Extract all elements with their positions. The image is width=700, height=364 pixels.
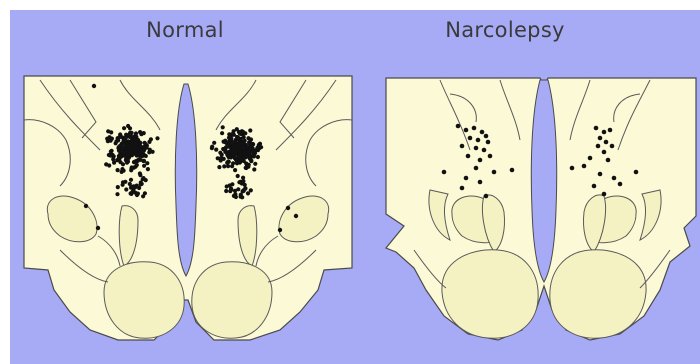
neuron-dot bbox=[598, 136, 603, 141]
neuron-dot bbox=[478, 180, 483, 185]
neuron-dot bbox=[472, 126, 477, 131]
neuron-dot bbox=[510, 168, 515, 173]
narcolepsy-left-bulb bbox=[442, 250, 538, 338]
narcolepsy-right-bulb bbox=[550, 250, 646, 338]
neuron-dot bbox=[612, 176, 617, 181]
neuron-dot bbox=[592, 184, 597, 189]
neuron-dot bbox=[456, 124, 461, 129]
neuron-dot bbox=[608, 128, 613, 133]
neuron-dot bbox=[634, 170, 639, 175]
neuron-dot bbox=[604, 140, 609, 145]
neuron-dot bbox=[464, 128, 469, 133]
neuron-dot bbox=[482, 148, 487, 153]
neuron-dot bbox=[488, 154, 493, 159]
neuron-dot bbox=[588, 156, 593, 161]
neuron-dot bbox=[570, 166, 575, 171]
neuron-dot bbox=[594, 126, 599, 131]
neuron-dot bbox=[442, 170, 447, 175]
neuron-dot bbox=[596, 144, 601, 149]
neuron-dot bbox=[460, 144, 465, 149]
neuron-dot bbox=[476, 138, 481, 143]
neuron-dot bbox=[602, 192, 607, 197]
neuron-dot bbox=[468, 136, 473, 141]
neuron-dot bbox=[492, 170, 497, 175]
neuron-dot bbox=[484, 194, 489, 199]
neuron-dot bbox=[602, 130, 607, 135]
neuron-dot bbox=[478, 158, 483, 163]
neuron-dot bbox=[480, 130, 485, 135]
neuron-dot bbox=[460, 186, 465, 191]
narcolepsy-third-ventricle bbox=[531, 80, 556, 282]
neuron-dot bbox=[602, 150, 607, 155]
neuron-dot bbox=[466, 154, 471, 159]
neuron-dot bbox=[606, 158, 611, 163]
neuron-dot bbox=[474, 146, 479, 151]
neuron-dot bbox=[610, 144, 615, 149]
neuron-dot bbox=[484, 134, 489, 139]
neuron-dot bbox=[618, 182, 623, 187]
neuron-dot bbox=[582, 164, 587, 169]
neuron-dot bbox=[486, 140, 491, 145]
neuron-dot bbox=[464, 176, 469, 181]
neuron-dot bbox=[474, 166, 479, 171]
neuron-dot bbox=[598, 172, 603, 177]
